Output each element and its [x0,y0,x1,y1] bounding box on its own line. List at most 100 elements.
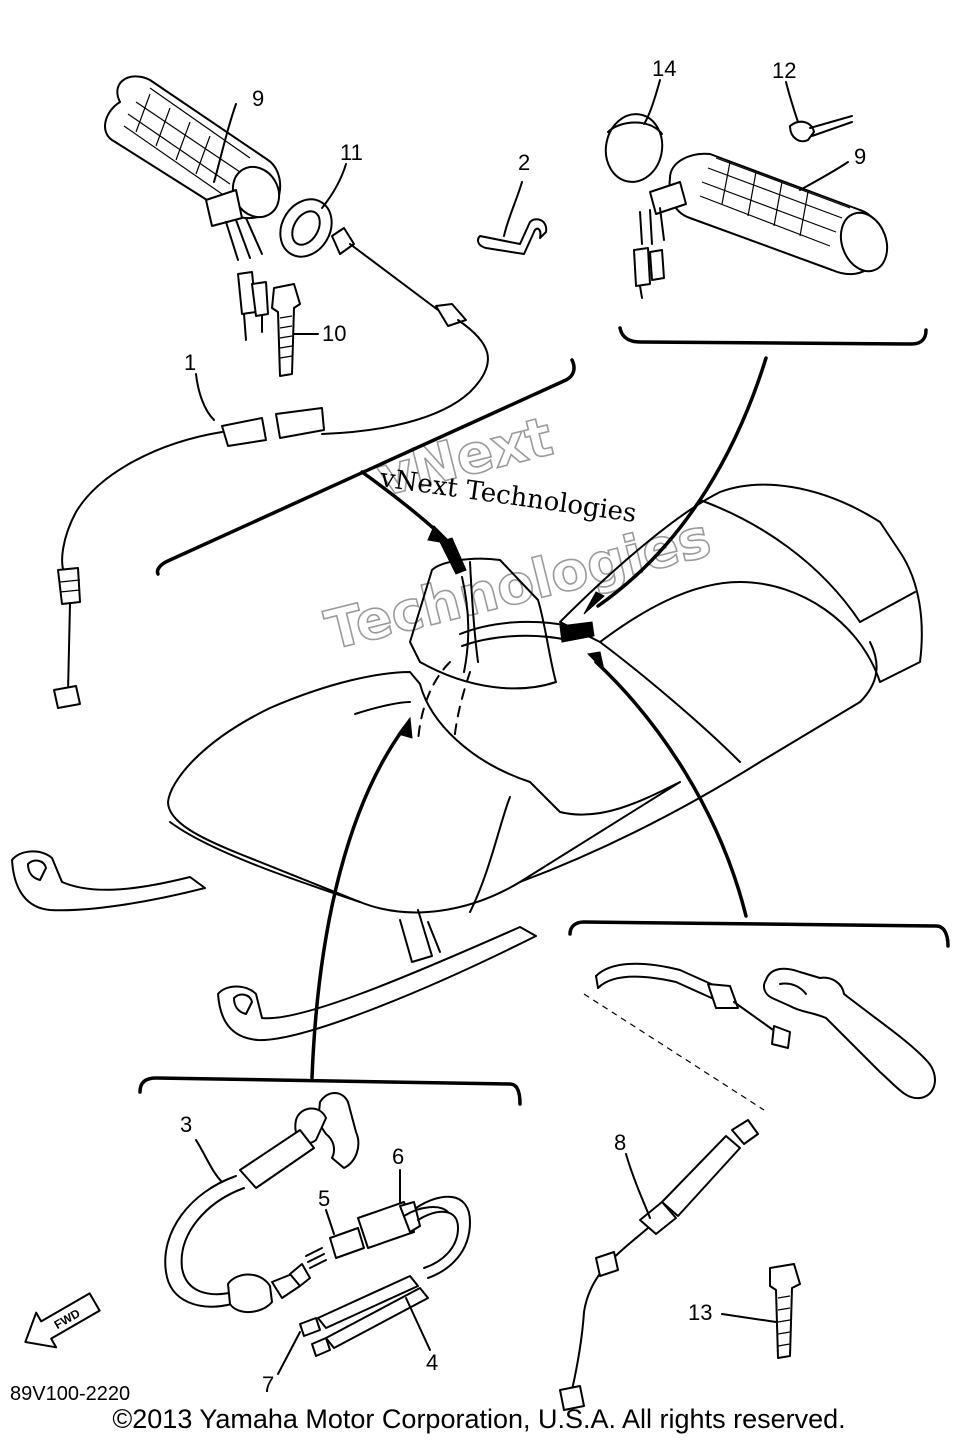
callout-7: 7 [262,1372,274,1397]
leader-11 [321,163,347,209]
diagram-code: 89V100-2220 [10,1383,130,1405]
callout-4: 4 [426,1350,438,1375]
cable-route-3 [354,701,411,715]
brake-wire [733,1001,777,1033]
cap-14 [604,113,664,183]
right-ski [217,926,537,1042]
seat-line [699,499,861,623]
cable-route-2 [453,671,471,743]
brake-lever [763,967,936,1100]
tube-4a [317,1275,419,1329]
watermark-line3: Technologies [319,506,716,662]
group-brackets [138,326,950,1106]
bracket-brake [568,920,950,948]
brake-group [559,962,936,1411]
clip-2 [477,218,548,255]
callout-13: 13 [688,1300,712,1325]
handlebar [459,620,571,635]
leader-13 [721,1313,777,1323]
fwd-arrow: FWD [24,1292,101,1349]
throttle-housing [239,1129,315,1189]
ski-strut-inner [427,921,441,953]
callout-14: 14 [652,56,676,81]
leader-brake [594,660,748,918]
seat-rear [859,591,916,623]
leader-3 [195,1139,223,1183]
left-grip-wires [225,217,263,261]
throttle-boot [227,1273,273,1313]
brake-adjuster [707,983,739,1009]
cable-upper-run [321,319,489,435]
callout-10: 10 [322,321,346,346]
leader-arrows [310,356,768,1080]
side-panel-line [469,796,511,913]
brake-dash-line [583,993,765,1111]
leader-8 [625,1153,651,1219]
spring-5 [305,1247,327,1269]
hood-edge [169,821,361,903]
right-grip-wires [639,207,665,245]
throttle-cable-on-sled [461,576,470,673]
leader-1 [195,373,215,421]
leader-4 [405,1297,431,1351]
right-handlebar-group [604,113,889,299]
brake-cable-housing [661,1135,741,1217]
callout-9-left: 9 [252,86,264,111]
leader-12 [785,81,799,123]
hood [167,671,681,914]
cable-end-top [331,227,355,255]
bracket-throttle [138,1076,522,1106]
brake-cable-upper [595,962,721,989]
tube-4b [325,1287,429,1349]
tunnel-line [599,641,741,763]
callout-12: 12 [772,58,796,83]
ring-11 [279,198,333,258]
screw-12 [789,120,815,143]
callouts: 9 11 2 10 1 14 12 9 3 6 5 4 7 8 13 [180,56,866,1397]
cable-lower-run [61,431,223,573]
left-ski [11,850,206,912]
leader-5 [325,1209,335,1235]
copyright-notice: ©2013 Yamaha Motor Corporation, U.S.A. A… [112,1404,846,1434]
throttle-body-6 [357,1201,415,1249]
leader-2 [503,181,523,237]
cable-adjuster-left [221,417,267,447]
left-handlebar-group [53,75,489,709]
bracket-right-handlebar [618,326,928,346]
ski-strut [399,909,433,963]
left-connector-b [251,281,269,317]
cable-adjuster-right [275,407,325,439]
hose-6-outer [415,1195,471,1279]
right-grip-on-sled [559,621,595,643]
callout-5: 5 [318,1186,330,1211]
throttle-group [164,1092,471,1375]
leader-9-right [799,161,849,191]
cable-3-outer [164,1175,237,1308]
cable-route-1 [417,661,451,743]
callout-3: 3 [180,1112,192,1137]
callout-1: 1 [184,350,196,375]
left-grip-on-sled [439,537,467,575]
cable-end-bottom [57,567,81,605]
leader-right [596,356,768,608]
bracket-left-handlebar [155,358,576,576]
leader-9-left [213,103,237,183]
leader-14 [643,79,661,125]
callout-6: 6 [392,1144,404,1169]
leader-throttle [310,726,406,1080]
handlebar-lower [461,634,569,647]
throttle-lever [317,1092,360,1169]
side-line [519,641,878,883]
cable-tie-13 [769,1263,801,1359]
callout-9-right: 9 [854,144,866,169]
callout-2: 2 [518,150,530,175]
snowmobile-body [11,483,923,1042]
cable-wire [67,603,71,693]
cable-tie-10 [271,283,301,377]
callout-8: 8 [614,1130,626,1155]
brake-cable-lower [571,1227,649,1391]
callout-11: 11 [340,140,363,165]
left-ski-tip [27,859,47,881]
leader-7 [277,1331,301,1375]
